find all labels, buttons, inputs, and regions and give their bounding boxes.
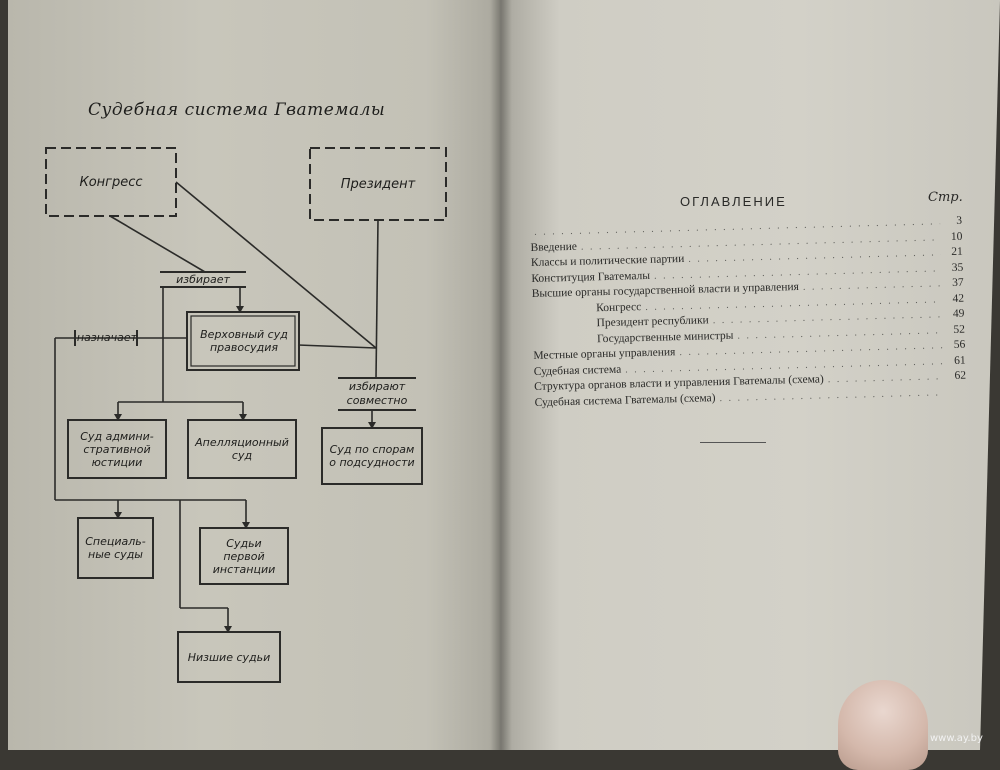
toc-entry-page: 49 <box>946 308 964 320</box>
toc-entry-title: Конгресс <box>532 301 641 316</box>
special-courts-label: Специаль-ные суды <box>80 518 151 578</box>
elect-jointly-label: избирают совместно <box>336 380 418 408</box>
toc-title: ОГЛАВЛЕНИЕ <box>680 194 787 209</box>
toc-leader-dots: . . . . . . . . . . . . . . . . . . . . … <box>828 371 945 385</box>
appeals-court-label: Апелляционный суд <box>190 420 294 478</box>
diagram-title: Судебная система Гватемалы <box>88 100 388 120</box>
president-label: Президент <box>310 148 446 220</box>
toc-entry-title: Классы и политические партии <box>531 253 685 269</box>
toc-leader-dots: . . . . . . . . . . . . . . . . . . . . … <box>803 278 942 293</box>
toc-page-header: Стр. <box>928 190 963 205</box>
lower-judges-label: Низшие судьи <box>182 632 276 682</box>
toc-entry-page: 3 <box>944 215 962 227</box>
jurisdiction-court-label: Суд по спорам о подсудности <box>326 428 418 484</box>
elects-label: избирает <box>160 273 246 287</box>
toc-entry-title: Введение <box>530 240 577 253</box>
toc-end-rule <box>700 442 766 443</box>
supreme-court-label: Верховный суд правосудия <box>196 316 292 366</box>
toc-entry-title: Местные органы управления <box>533 346 675 362</box>
toc-entry-page: 52 <box>947 323 965 335</box>
toc-entry-page: 42 <box>946 292 964 304</box>
toc-entry-page: 56 <box>947 339 965 351</box>
toc-entry-title: Судебная система <box>534 363 622 377</box>
first-instance-label: Судьи первой инстанции <box>204 528 284 584</box>
appoints-label: назначает <box>76 331 138 345</box>
finger <box>838 680 928 770</box>
toc-entry-page: 62 <box>948 370 966 382</box>
watermark: www.ay.by <box>930 733 983 744</box>
admin-court-label: Суд админи-стративной юстиции <box>72 420 162 478</box>
toc-entry-title: Конституция Гватемалы <box>531 269 650 284</box>
toc-entry-page: 35 <box>945 261 963 273</box>
toc-entry-page: 10 <box>944 230 962 242</box>
congress-label: Конгресс <box>46 148 176 216</box>
toc-entry-page: 61 <box>948 354 966 366</box>
toc-entry-page: 37 <box>945 277 963 289</box>
table-of-contents: . . . . . . . . . . . . . . . . . . . . … <box>530 215 967 412</box>
toc-entry-page: 21 <box>945 246 963 258</box>
